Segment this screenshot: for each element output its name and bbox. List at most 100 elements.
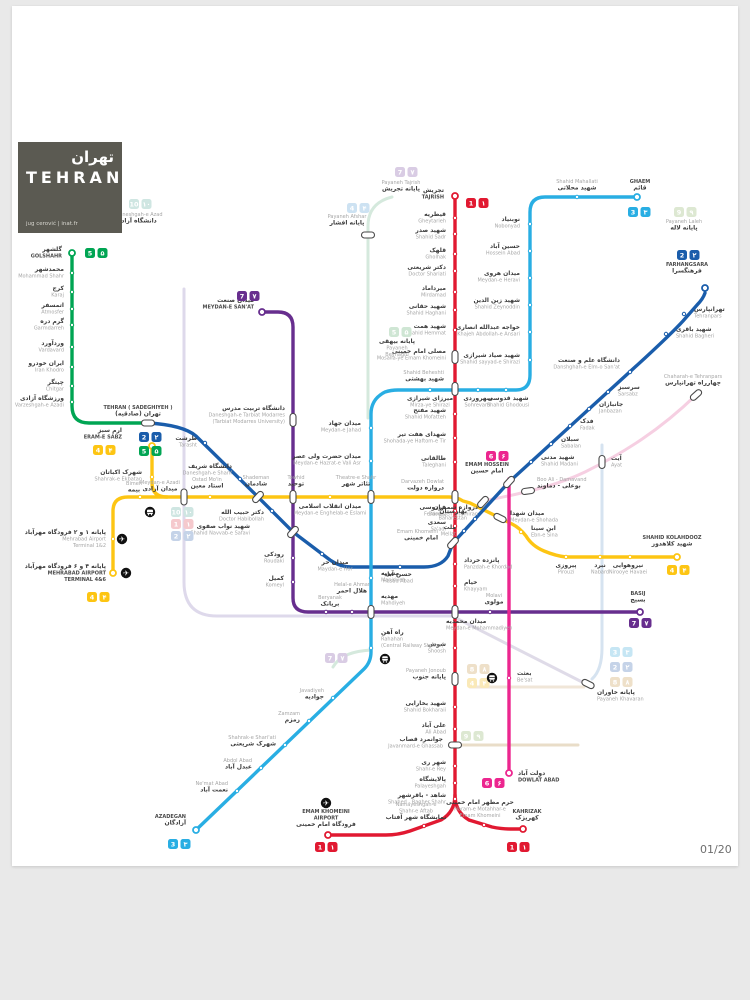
station-haram-e-motahhar[interactable]: حرم مطهر امام خمینیHaram-e Motahhar-eEma… <box>446 799 514 828</box>
station-meydan-e-shohada[interactable]: میدان شهداMeydan-e Shohada <box>493 510 558 524</box>
station-garmdarreh[interactable]: گرم درهGarmdarreh <box>34 317 75 331</box>
station-ostad-moin[interactable]: Ostad Mo'inاستاد معین <box>191 477 224 500</box>
station-tajrish[interactable]: تجریشTAJRISH <box>422 187 459 200</box>
station-beryanak[interactable]: Beryanakبریانک <box>318 595 342 615</box>
station-farhangsara[interactable]: FARHANGSARAفرهنگسرا <box>666 262 709 292</box>
station-mohammad-shahr[interactable]: محمدشهرMohammad Shahr <box>18 266 75 279</box>
station-chaharah-e-tehranpars[interactable]: Chaharah-e Tehranparsچهارراه تهرانپارس <box>664 374 723 402</box>
station-daneshgah-e-elm-o-sanat[interactable]: دانشگاه علم و صنعتDanshghah-e Elm-o San'… <box>553 356 633 375</box>
station-karaj[interactable]: کرجKaraj <box>51 285 75 298</box>
station-sabalan[interactable]: سبلانSabalan <box>548 436 581 449</box>
station-sohrevardi[interactable]: سهروردیSohrevardi <box>463 387 493 408</box>
station-nabard[interactable]: نبردNabard <box>591 554 609 575</box>
station-hasan-abad[interactable]: حسن آبادHasan Abad <box>383 564 413 584</box>
station-gholhak[interactable]: قلهکGholhak <box>425 247 458 260</box>
station-zamzam[interactable]: Zamzamزمزم <box>278 711 312 723</box>
station-nemat-abad[interactable]: Ne'mat Abadنعمت آباد <box>195 781 240 793</box>
station-haft-e-tir[interactable]: شهدای هفت تیرShohada-ye Haftom-e Tir <box>384 431 458 444</box>
station-emam-khomeini-airport[interactable]: EMAM KHOMEINIAIRPORTفرودگاه امام خمینی <box>296 809 356 839</box>
station-tehranpars[interactable]: تهرانپارسTehranpars <box>681 306 725 319</box>
station-meydan-e-jahad[interactable]: میدان جهادMeydan-e Jahad <box>321 420 374 433</box>
station-shahrak-e-shariati[interactable]: Shahrak-e Shari'atiشهرک شریعتی <box>228 735 288 747</box>
station-kahrizak[interactable]: KAHRIZAKکهریزک <box>512 809 543 833</box>
station-khajeh-abdollah-e-ansari[interactable]: خواجه عبدالله انصاریKhajeh Abdollah-e An… <box>456 324 533 337</box>
station-sarsabz[interactable]: سرسبزSarsabz <box>605 384 640 397</box>
station-shoosh[interactable]: شوشShoosh <box>428 641 458 654</box>
station-shahr-e-rey[interactable]: شهر ریShahr-e Rey <box>416 759 458 772</box>
station-meydan-e-hazrat-e-vali-asr[interactable]: میدان حضرت ولی عصرMeydan-e Hazrat-e Vali… <box>291 453 374 466</box>
station-saadi[interactable]: سعدیSa'adi <box>428 519 458 532</box>
station-taleghani[interactable]: طالقانیTaleghani <box>421 455 458 468</box>
station-meydan-e-heravi[interactable]: میدان هرویMeydan-e Heravi <box>477 270 533 283</box>
station-mosalla[interactable]: مصلی امام خمینیMosalla-ye Emam Khomeini <box>377 348 459 365</box>
station-daneshgah-e-azad[interactable]: Daneshgah-e Azadدانشگاه آزاد <box>115 212 162 224</box>
station-darvazeh-shemiran[interactable]: دروازه شمیرانDarvazeh Shemiran <box>429 495 490 517</box>
station-helal-e-ahmar[interactable]: Helal-e Ahmarهلال احمر <box>334 582 371 615</box>
station-shahid-bagheri[interactable]: شهید باقریShahid Bagheri <box>663 326 714 339</box>
station-panzdah-e-khordad[interactable]: پانزده خردادPanzdah-e Khordad <box>452 557 512 570</box>
station-basij[interactable]: BASIJبسیج <box>630 591 646 616</box>
station-shahid-kolahdooz[interactable]: SHAHID KOLAHDOOZشهید کلاهدوز <box>642 535 702 561</box>
station-shahid-madani[interactable]: شهید مدنیShahid Madani <box>528 454 578 467</box>
station-abdol-abad[interactable]: Abdol Abadعبدل آباد <box>223 758 264 770</box>
station-shahid-sayyad-e-shirazi[interactable]: شهید صیاد شیرازیShahid sayyad-e Shirazi <box>460 352 533 365</box>
station-azadegan[interactable]: AZADEGANآزادگان <box>155 814 200 834</box>
station-theatre-e-shahr[interactable]: Theatre-e Shahrتئاتر شهر <box>335 475 377 505</box>
station-vardavard[interactable]: وردآوردVardavard <box>39 338 75 353</box>
station-iran-khodro[interactable]: ایران خودروIran Khodro <box>27 360 75 373</box>
station-gheytarieh[interactable]: قیطریهGheytarieh <box>418 211 458 224</box>
station-darvazeh-dowlat[interactable]: Darvazeh Dowlatدروازه دولت <box>401 479 459 505</box>
station-nirooye-havaei[interactable]: نیروهواییNirooye Havaei <box>609 554 647 575</box>
station-emam-khomeini[interactable]: Emam Khomeiniامام خمینی <box>397 529 460 550</box>
station-mahdiyeh[interactable]: مهدیهMahdiyeh <box>367 593 405 620</box>
station-besat[interactable]: بعثتBe'sat <box>506 670 533 683</box>
station-shademan[interactable]: Shademanشادمان <box>243 475 270 504</box>
station-roudaki[interactable]: رودکیRoudaki <box>264 551 296 564</box>
station-shahid-haghani[interactable]: شهید حقانیShahid Haghani <box>406 303 458 316</box>
station-emam-hossein[interactable]: EMAM HOSSEINامام حسین <box>465 462 516 489</box>
station-shahid-mahallati[interactable]: Shahid Mahallatiشهید محلاتی <box>556 179 598 200</box>
station-shahid-sadr[interactable]: شهید صدرShahid Sadr <box>414 227 458 240</box>
station-bimeh[interactable]: Bimehبیمه <box>126 481 143 500</box>
station-shahid-hemmat[interactable]: شهید همتShahid Hemmat <box>406 323 458 336</box>
station-shahid-navvab-e-safavi[interactable]: شهید نواب صفویShahid Navvab-e Safavi <box>190 523 299 539</box>
station-meydan-e-mohammadiyeh[interactable]: میدان محمدیهMeydan-e Mohammadiyeh <box>446 604 512 632</box>
station-daneshgah-e-sharif[interactable]: دانشگاه شریفDaneshgah-e Sharif <box>183 462 243 482</box>
station-ghaem[interactable]: GHAEMقائم <box>630 179 651 201</box>
station-doctor-habibollah[interactable]: دکتر حبیب اللهDoctor Habibollah <box>219 508 275 522</box>
station-javadiyeh[interactable]: Javadiyehجوادیه <box>299 688 336 700</box>
station-mirza-ye-shirazi[interactable]: میرزای شیرازیMirza-ye Shirazi <box>407 387 453 408</box>
station-shahid-bokharaii[interactable]: شهید بخاراییShahid Bokharaii <box>404 700 458 713</box>
station-mehrabad-terminal-1-2[interactable]: پایانه ۱ و ۲ فرودگاه مهرآبادMehrabad Air… <box>25 527 116 549</box>
station-golshahr[interactable]: گلشهرGOLSHAHR <box>31 245 76 259</box>
station-shahid-ghodousi[interactable]: شهید قدوسیShahid Ghodousi <box>487 387 529 408</box>
station-payaneh-khavaran[interactable]: پایانه خاورانPayaneh Khavaran <box>581 678 644 702</box>
station-nobonyad[interactable]: نوبنیادNobonyad <box>495 216 533 229</box>
station-shahed-bagher-shahr[interactable]: شاهد - باقرشهرShahed - Bagher Shahr <box>388 792 458 805</box>
station-shahrak-e-ekbatan[interactable]: شهرک اکباتانShahrak-e Ekbatan <box>94 468 155 482</box>
station-mellat[interactable]: ملتMellat <box>441 524 467 537</box>
station-payaneh-tajrish[interactable]: Payaneh Tajrishپایانه تجریش <box>382 180 421 192</box>
station-baharestan[interactable]: بهارستانBaharestan <box>438 508 478 521</box>
station-mehrabad-terminal-4-6[interactable]: پایانه ۴ و ۶ فرودگاه مهرآبادMEHRABAD AIR… <box>25 561 117 583</box>
station-shahid-mofatteh[interactable]: شهید مفتحShahid Mofatteh <box>405 407 458 420</box>
station-mirdamad[interactable]: میردامادMirdamad <box>421 285 458 298</box>
station-meydan-e-azadi[interactable]: Meydan-e Azadiمیدان آزادی <box>140 480 188 506</box>
station-meydan-e-enghelab[interactable]: میدان انقلاب اسلامیMeydan-e Enghelab-e E… <box>294 494 367 516</box>
station-payaneh-laleh[interactable]: Payaneh Lalehپایانه لاله <box>666 219 702 231</box>
station-towhid[interactable]: Towhidتوحید <box>286 475 305 505</box>
station-tarasht[interactable]: طرشتTarasht <box>175 435 208 448</box>
station-maniriyeh[interactable]: منیریهManiriyeh <box>368 570 406 583</box>
station-maydan-e-hor[interactable]: میدان حرMaydan-e Hor <box>317 551 353 572</box>
station-chitgar[interactable]: چیتگرChitgar <box>46 378 75 392</box>
station-dowlat-abad[interactable]: دولت آبادDOWLAT ABAD <box>505 768 559 783</box>
station-daneshgah-e-tarbiat-modarres[interactable]: دانشگاه تربیت مدرسDaneshgah-e Tarbiat Mo… <box>208 404 297 428</box>
station-palayeshgah[interactable]: پالایشگاهPalayeshgah <box>414 775 458 789</box>
station-hossein-abad[interactable]: حسین آبادHossein Abad <box>486 241 533 256</box>
station-varzeshgah-azadi[interactable]: ورزشگاه آزادیVarzeshgah-e Azadi <box>15 393 75 408</box>
station-janbazan[interactable]: جانبازانJanbazan <box>586 401 623 414</box>
station-komeyl[interactable]: کمیلKomeyl <box>266 575 296 588</box>
station-ali-abad[interactable]: علی آبادAli Abad <box>422 720 458 735</box>
station-atmosfer[interactable]: اتمسفرAtmosfer <box>41 302 75 315</box>
station-ebn-e-sina[interactable]: ابن سیناEbn-e Sina <box>518 525 558 538</box>
